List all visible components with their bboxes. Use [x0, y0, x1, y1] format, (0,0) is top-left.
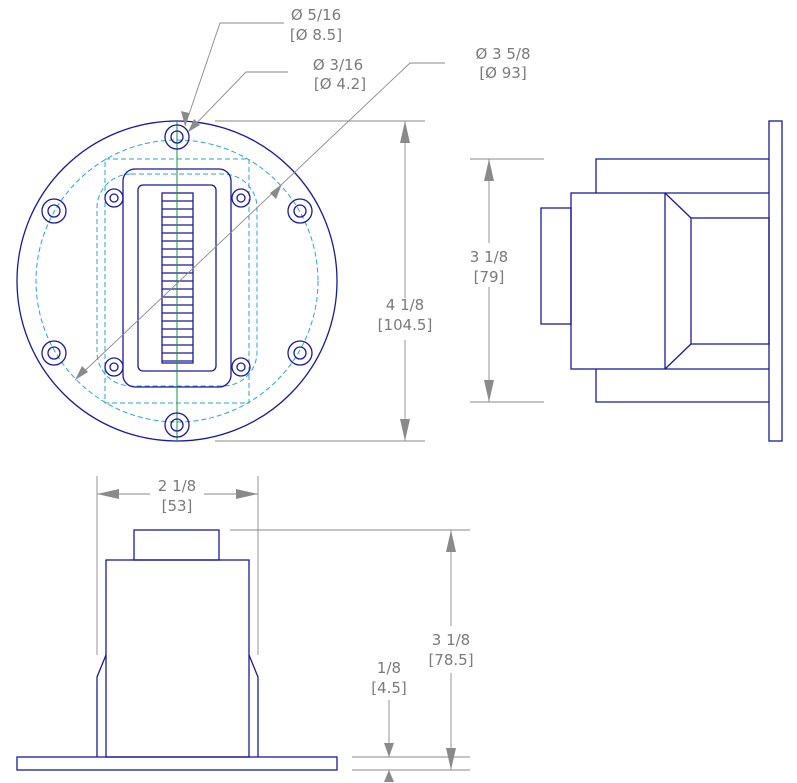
mount-hole-lower-right-inner — [293, 346, 307, 360]
bottom-view — [16, 529, 338, 771]
mount-hole-dia-imperial: Ø 5/16 — [291, 6, 341, 24]
width-arrowhead-right — [236, 489, 258, 499]
flange-thickness-imperial: 1/8 — [377, 659, 401, 677]
height-arrowhead-top — [446, 530, 456, 552]
leader-small-hole-arrowhead — [188, 119, 200, 132]
small-hole-upper-right — [231, 188, 251, 208]
bottom-body — [105, 559, 250, 758]
mount-hole-top — [164, 124, 190, 150]
side-lower-housing — [595, 369, 769, 403]
side-height-dimension — [470, 158, 544, 403]
mounting-holes — [41, 124, 313, 438]
side-chamfer-top — [664, 192, 692, 219]
small-hole-lower-left-inner — [109, 362, 119, 372]
arrowhead-bottom — [400, 419, 410, 441]
side-arrowhead-top — [484, 159, 494, 181]
width-arrowhead-left — [97, 489, 119, 499]
side-rear-recess — [690, 217, 770, 345]
front-height-dimension — [215, 120, 425, 442]
bottom-width-dimension — [96, 476, 259, 655]
mount-hole-dia-metric: [Ø 8.5] — [290, 26, 342, 44]
hole-callout-leaders — [74, 22, 445, 381]
leader-bolt-circle-arrowhead-high — [270, 184, 282, 199]
bottom-height-dimension — [230, 529, 470, 771]
mount-hole-upper-left-inner — [47, 204, 61, 218]
leader-mount-hole — [184, 22, 284, 127]
side-flange — [768, 120, 783, 442]
bottom-flange — [16, 756, 338, 771]
mount-hole-top-inner — [170, 130, 184, 144]
bottom-left-taper — [96, 654, 107, 757]
mount-hole-lower-right — [287, 340, 313, 366]
leader-mount-hole-arrowhead — [181, 111, 189, 126]
arrowhead-top — [400, 121, 410, 143]
small-hole-dia-imperial: Ø 3/16 — [313, 56, 363, 74]
small-holes — [104, 188, 251, 377]
bottom-height-metric: [78.5] — [428, 651, 473, 669]
mount-hole-lower-left — [41, 340, 67, 366]
small-hole-upper-right-inner — [236, 193, 246, 203]
side-chamfer-bottom — [664, 343, 692, 370]
bottom-width-metric: [53] — [162, 497, 193, 515]
side-height-imperial: 3 1/8 — [470, 248, 508, 266]
front-height-imperial: 4 1/8 — [386, 296, 424, 314]
small-hole-upper-left — [104, 188, 124, 208]
side-body — [570, 192, 666, 370]
flange-thickness-metric: [4.5] — [371, 679, 407, 697]
side-height-metric: [79] — [474, 268, 505, 286]
bottom-width-imperial: 2 1/8 — [158, 477, 196, 495]
small-hole-lower-right — [231, 357, 251, 377]
side-view — [540, 120, 783, 442]
mount-hole-bottom — [164, 412, 190, 438]
mount-hole-upper-right — [287, 198, 313, 224]
bolt-circle-dia-metric: [Ø 93] — [479, 64, 526, 82]
leader-small-hole — [187, 71, 288, 133]
small-hole-lower-left — [104, 357, 124, 377]
mount-hole-lower-left-inner — [47, 346, 61, 360]
bolt-circle-dia-imperial: Ø 3 5/8 — [475, 45, 530, 63]
small-hole-lower-right-inner — [236, 362, 246, 372]
flange-thickness-dimension — [384, 700, 394, 782]
side-upper-housing — [595, 158, 769, 193]
height-arrowhead-bottom — [446, 748, 456, 770]
flange-arrowhead-bottom — [384, 770, 394, 782]
mount-hole-upper-left — [41, 198, 67, 224]
leader-bolt-circle — [74, 62, 445, 381]
small-hole-dia-metric: [Ø 4.2] — [314, 75, 366, 93]
bottom-height-imperial: 3 1/8 — [432, 631, 470, 649]
flange-arrowhead-top — [384, 743, 394, 757]
bottom-top-boss — [133, 529, 220, 561]
bottom-right-taper — [248, 654, 259, 757]
side-front-boss — [540, 207, 572, 325]
side-arrowhead-bottom — [484, 380, 494, 402]
small-hole-upper-left-inner — [109, 193, 119, 203]
mount-hole-upper-right-inner — [293, 204, 307, 218]
mount-hole-bottom-inner — [170, 418, 184, 432]
leader-bolt-circle-arrowhead-low — [75, 366, 88, 380]
front-view — [16, 120, 338, 442]
front-height-metric: [104.5] — [378, 316, 433, 334]
